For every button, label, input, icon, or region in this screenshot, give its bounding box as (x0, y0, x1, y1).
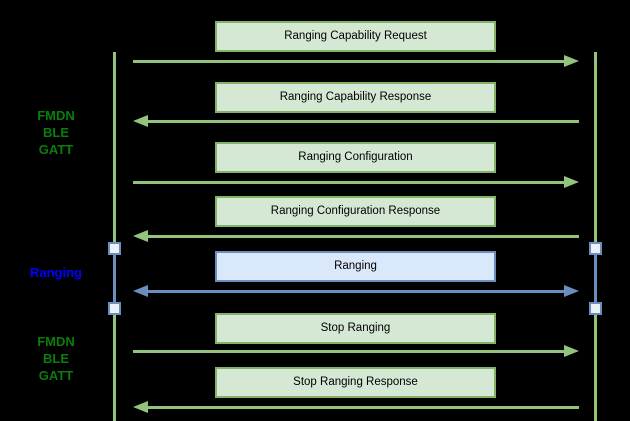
arrowhead-right-icon (564, 345, 579, 357)
message-box: Ranging Configuration Response (215, 196, 496, 227)
arrow-line (145, 120, 579, 123)
arrowhead-left-icon (133, 230, 148, 242)
arrow-line (145, 235, 579, 238)
activation-marker-left-0 (108, 242, 121, 255)
arrow-line (133, 350, 567, 353)
message-box: Ranging Configuration (215, 142, 496, 173)
lifeline-left (113, 52, 116, 421)
message-box: Stop Ranging Response (215, 367, 496, 398)
activation-marker-left-1 (108, 302, 121, 315)
lifeline-right (594, 52, 597, 421)
message-arrow-left (133, 401, 579, 414)
arrowhead-left-icon (133, 115, 148, 127)
activation-marker-right-1 (589, 302, 602, 315)
message-arrow-both (133, 285, 579, 298)
arrowhead-left-icon (133, 401, 148, 413)
protocol-label-bottom: FMDN BLE GATT (37, 334, 75, 383)
protocol-label-top: FMDN BLE GATT (37, 108, 75, 157)
message-box: Ranging (215, 251, 496, 282)
message-box: Ranging Capability Response (215, 82, 496, 113)
message-box: Stop Ranging (215, 313, 496, 344)
lifeline-right-ranging-segment (594, 248, 597, 308)
message-arrow-right (133, 176, 579, 189)
arrowhead-right-icon (564, 176, 579, 188)
activation-marker-right-0 (589, 242, 602, 255)
lifeline-left-ranging-segment (113, 248, 116, 308)
message-arrow-right (133, 55, 579, 68)
arrow-line (133, 60, 567, 63)
arrow-line (133, 181, 567, 184)
message-box: Ranging Capability Request (215, 21, 496, 52)
arrowhead-left-icon (133, 285, 148, 297)
arrowhead-right-icon (564, 55, 579, 67)
message-arrow-left (133, 115, 579, 128)
arrow-line (145, 290, 567, 293)
arrowhead-right-icon (564, 285, 579, 297)
message-arrow-left (133, 230, 579, 243)
message-arrow-right (133, 345, 579, 358)
ranging-label: Ranging (30, 265, 82, 280)
arrow-line (145, 406, 579, 409)
